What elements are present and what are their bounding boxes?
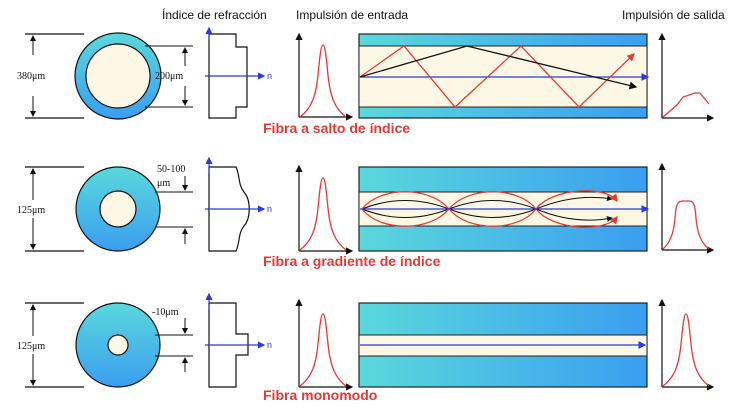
n-axis-label: n bbox=[267, 204, 272, 214]
core-diameter-dimension: -10μm bbox=[152, 307, 193, 372]
output-pulse-curve bbox=[662, 313, 710, 387]
output-pulse-chart bbox=[658, 32, 715, 122]
outer-mode-ray bbox=[361, 207, 618, 228]
outer-diameter-label: 125μm bbox=[17, 341, 45, 352]
input-pulse-chart bbox=[295, 298, 354, 391]
input-pulse-curve bbox=[299, 313, 347, 387]
outer-mode-ray bbox=[361, 190, 618, 211]
n-axis-label: n bbox=[267, 71, 272, 81]
core-diameter-label: 50-100 bbox=[157, 164, 185, 175]
core-diameter-label: -10μm bbox=[152, 307, 179, 318]
core-cross-section bbox=[85, 43, 151, 109]
inner-mode-ray bbox=[361, 195, 613, 210]
fiber-type-title: Fibra a salto de índice bbox=[263, 120, 410, 136]
input-pulse-chart bbox=[295, 164, 354, 255]
fiber-type-title: Fibra monomodo bbox=[263, 387, 377, 403]
row-graded-index: 125μm 50-100 μm n bbox=[17, 156, 715, 269]
outer-diameter-dimension: 125μm bbox=[17, 302, 84, 388]
input-pulse-chart bbox=[295, 32, 354, 121]
core-diameter-unit: μm bbox=[157, 178, 170, 189]
header-refraction-index: Índice de refracción bbox=[162, 7, 267, 22]
fiber-longitudinal-step bbox=[358, 33, 650, 119]
output-pulse-chart bbox=[658, 298, 715, 391]
fiber-longitudinal-single-mode bbox=[358, 302, 648, 388]
outer-diameter-dimension: 125μm bbox=[17, 166, 84, 252]
header-input-pulse: Impulsión de entrada bbox=[296, 8, 408, 22]
row-single-mode: 125μm -10μm n bbox=[17, 292, 715, 403]
inner-mode-ray bbox=[361, 208, 613, 222]
core-diameter-label: 200μm bbox=[155, 71, 183, 82]
core-cross-section bbox=[107, 334, 129, 356]
refraction-profile-graded: n bbox=[205, 156, 272, 252]
outer-diameter-label: 380μm bbox=[17, 71, 45, 82]
fiber-type-title: Fibra a gradiente de índice bbox=[263, 253, 441, 269]
outer-diameter-dimension: 380μm bbox=[17, 33, 84, 119]
input-pulse-curve bbox=[299, 177, 347, 251]
high-order-mode-ray bbox=[359, 45, 635, 108]
output-pulse-curve bbox=[662, 92, 710, 118]
core-diameter-dimension: 200μm bbox=[145, 45, 193, 108]
header-output-pulse: Impulsión de salida bbox=[622, 8, 725, 22]
input-pulse-curve bbox=[299, 44, 347, 118]
outer-diameter-label: 125μm bbox=[17, 205, 45, 216]
output-pulse-chart bbox=[658, 162, 715, 254]
n-axis-label: n bbox=[267, 340, 272, 350]
output-pulse-curve bbox=[662, 200, 710, 250]
core-diameter-dimension: 50-100 μm bbox=[155, 164, 193, 244]
refraction-profile-step: n bbox=[205, 26, 272, 119]
core-cross-section bbox=[99, 190, 137, 228]
fiber-longitudinal-graded bbox=[358, 166, 650, 252]
low-order-mode-ray bbox=[359, 45, 638, 90]
row-step-index: 380μm 200μm n bbox=[17, 26, 715, 136]
refraction-profile-single-mode: n bbox=[205, 292, 272, 388]
